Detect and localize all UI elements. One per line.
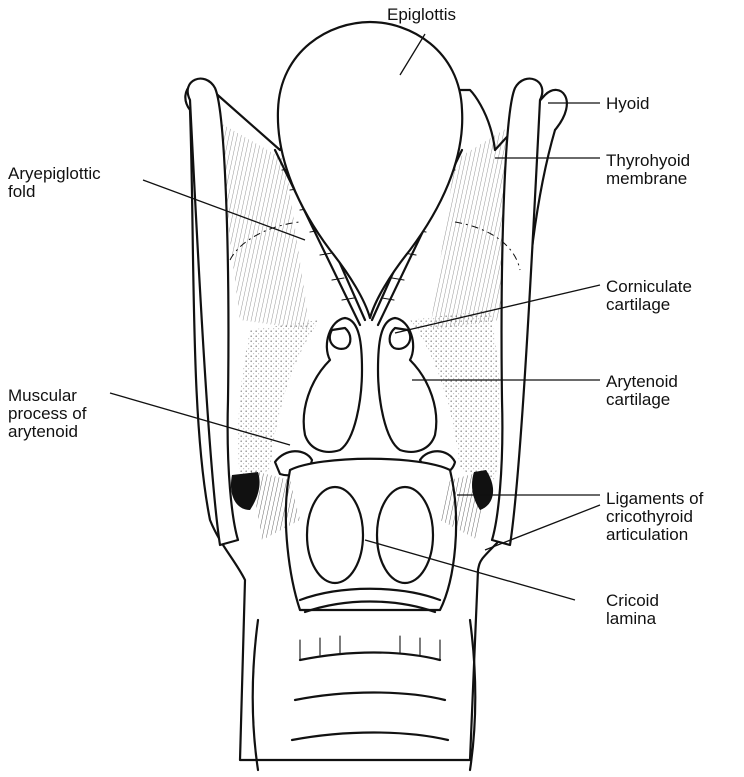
right-corniculate [390,328,411,349]
label-corniculate-cartilage: Corniculate cartilage [606,278,692,314]
cricoid-lamina-shape [286,459,456,610]
label-epiglottis: Epiglottis [387,6,456,24]
label-aryepiglottic-fold: Aryepiglottic fold [8,165,101,201]
label-ligaments: Ligaments of cricothyroid articulation [606,490,703,544]
label-arytenoid-cartilage: Arytenoid cartilage [606,373,678,409]
label-thyrohyoid-membrane: Thyrohyoid membrane [606,152,690,188]
label-cricoid-lamina: Cricoid lamina [606,592,659,628]
label-hyoid: Hyoid [606,95,649,113]
label-muscular-process: Muscular process of arytenoid [8,387,86,441]
left-corniculate [330,328,351,349]
